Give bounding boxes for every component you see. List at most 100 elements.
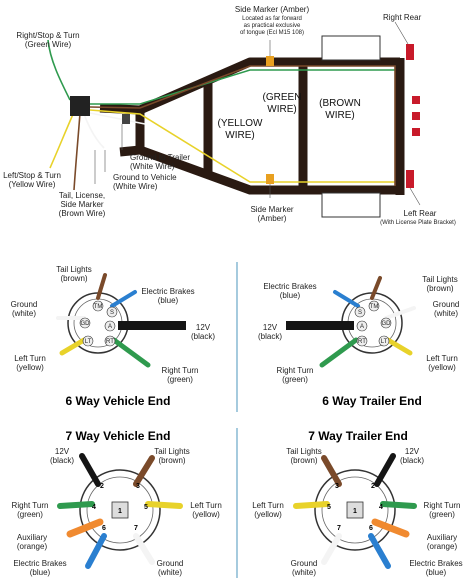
six-way-trailer-title: 6 Way Trailer End xyxy=(322,394,422,408)
left-turn-color: (yellow) xyxy=(254,510,282,519)
pin xyxy=(79,317,91,329)
ground-label: Ground xyxy=(433,300,460,309)
left-stop-turn-label: Left/Stop & Turn xyxy=(3,171,61,180)
wire-blue xyxy=(85,533,107,569)
pin xyxy=(356,335,368,347)
side-marker-bottom-color: (Amber) xyxy=(258,214,287,223)
ground-label: Ground xyxy=(11,300,38,309)
connector-ring xyxy=(86,476,154,544)
power-color: (black) xyxy=(191,332,215,341)
left-stop-turn-wire: (Yellow Wire) xyxy=(9,180,56,189)
pin-label: S xyxy=(358,310,362,316)
pin-label: GD xyxy=(382,321,392,327)
seven-way-trailer-end: 7 Way Trailer End 2 3 4 5 6 7 1 Tail Lig… xyxy=(252,429,462,577)
wire-green xyxy=(57,501,95,509)
pin-label: RT xyxy=(106,339,114,345)
pin-label: GD xyxy=(81,321,91,327)
tail-lights-color: (brown) xyxy=(426,284,453,293)
auxiliary-color: (orange) xyxy=(427,542,458,551)
left-turn-color: (yellow) xyxy=(192,510,220,519)
pin-label: 5 xyxy=(144,504,148,511)
pin-label: 7 xyxy=(337,525,341,532)
side-marker-top-label: Side Marker (Amber) xyxy=(235,5,310,14)
wire-green xyxy=(319,337,359,368)
auxiliary-color: (orange) xyxy=(17,542,48,551)
pin-label: 6 xyxy=(369,525,373,532)
six-way-vehicle-title: 6 Way Vehicle End xyxy=(66,394,171,408)
power-color: (black) xyxy=(400,456,424,465)
electric-brakes-label: Electric Brakes xyxy=(263,282,316,291)
ground-color: (white) xyxy=(12,309,36,318)
clearance-light-icon xyxy=(412,112,420,120)
right-turn-label: Right Turn xyxy=(277,366,314,375)
right-turn-color: (green) xyxy=(167,375,193,384)
wire-yellow xyxy=(59,337,87,356)
side-marker-bottom-icon xyxy=(266,174,274,184)
pin-label: S xyxy=(110,310,114,316)
wire-blue xyxy=(333,290,360,308)
tail-lights-label: Tail Lights xyxy=(154,447,190,456)
center-pin xyxy=(111,501,129,519)
wire-green xyxy=(111,337,151,368)
left-turn-color: (yellow) xyxy=(16,363,44,372)
electric-brakes-label: Electric Brakes xyxy=(141,287,194,296)
center-pin xyxy=(346,501,364,519)
tail-license-label: Tail, License, xyxy=(59,191,105,200)
pin xyxy=(380,317,392,329)
wire-brown xyxy=(96,273,107,300)
power-label: 12V xyxy=(196,323,211,332)
wire-brown xyxy=(133,455,155,487)
pin-label: LT xyxy=(85,339,92,345)
pin-label: 1 xyxy=(118,508,122,515)
tail-lights-color: (brown) xyxy=(290,456,317,465)
ground-to-vehicle-label: Ground to Vehicle xyxy=(113,173,177,182)
six-way-vehicle-end: TM S GD A LT RT Tail Lights (brown) Elec… xyxy=(11,265,216,408)
ground-label: Ground xyxy=(157,559,184,568)
brown-wire-label: WIRE) xyxy=(325,110,354,121)
pin-label: 5 xyxy=(327,504,331,511)
tail-license-wire: (Brown Wire) xyxy=(59,209,106,218)
ground-color: (white) xyxy=(158,568,182,577)
tongue-connector xyxy=(70,96,90,116)
electric-brakes-label: Electric Brakes xyxy=(13,559,66,568)
brown-wire-label: (BROWN xyxy=(319,98,361,109)
right-stop-turn-label: Right/Stop & Turn xyxy=(16,31,79,40)
ground-to-trailer-wire: (White Wire) xyxy=(130,162,175,171)
left-rear-note: (With License Plate Bracket) xyxy=(380,220,456,226)
pin-label: 3 xyxy=(136,483,140,490)
left-turn-label: Left Turn xyxy=(14,354,46,363)
wire-white xyxy=(133,533,155,565)
wire-yellow xyxy=(293,501,330,509)
fender-bottom xyxy=(321,192,381,218)
right-turn-color: (green) xyxy=(429,510,455,519)
left-rear-label: Left Rear xyxy=(404,209,437,218)
pin-label: 4 xyxy=(379,504,383,511)
pin xyxy=(368,300,380,312)
side-marker-top-note: of tongue (Ecl M15 108) xyxy=(240,30,304,36)
wire-orange xyxy=(371,518,410,538)
ground-color: (white) xyxy=(434,309,458,318)
right-turn-color: (green) xyxy=(282,375,308,384)
right-turn-color: (green) xyxy=(17,510,43,519)
wire-black xyxy=(118,321,186,330)
pin-label: 1 xyxy=(353,508,357,515)
pin xyxy=(378,335,390,347)
ground-bolt-icon xyxy=(122,114,130,124)
ground-to-trailer-label: Ground to Trailer xyxy=(130,153,190,162)
ground-to-vehicle-wire: (White Wire) xyxy=(113,182,158,191)
pin xyxy=(92,300,104,312)
clearance-light-icon xyxy=(412,96,420,104)
wire-yellow xyxy=(385,337,413,356)
seven-way-vehicle-end: 7 Way Vehicle End 2 3 4 5 6 7 1 12V (bla… xyxy=(12,429,222,577)
right-rear-light-icon xyxy=(406,44,414,60)
wire-white xyxy=(321,533,342,565)
trailer-frame-diagram: Side Marker (Amber) Located as far forwa… xyxy=(3,5,456,226)
left-turn-label: Left Turn xyxy=(426,354,458,363)
pin xyxy=(106,306,118,318)
ground-label: Ground xyxy=(291,559,318,568)
pin-label: LT xyxy=(381,339,388,345)
tail-lights-label: Tail Lights xyxy=(422,275,458,284)
pin-label: 7 xyxy=(134,525,138,532)
green-wire-label: WIRE) xyxy=(267,104,296,115)
wire-green xyxy=(380,501,417,509)
